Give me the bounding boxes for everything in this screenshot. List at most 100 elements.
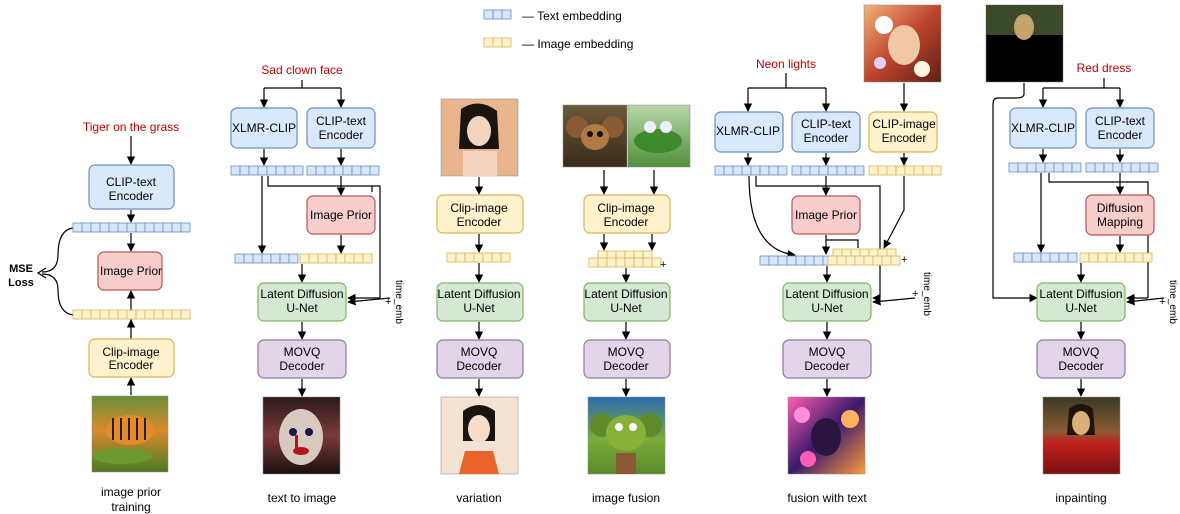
inpaint-concat-text-cell xyxy=(1058,252,1069,263)
crocodile-image xyxy=(627,104,691,168)
fusion-text-image-prior-box xyxy=(791,195,861,235)
prior-image-encoder-line1: Clip-image xyxy=(102,345,160,359)
t2i-xlmr-embedding-cell xyxy=(293,165,304,176)
fusion-image-embedding-a xyxy=(597,250,653,261)
t2i-decoder-box xyxy=(257,339,347,379)
legend-text-swatch-cell xyxy=(483,9,494,20)
variation-image-embedding-cell xyxy=(473,252,484,263)
woman-shoulders xyxy=(463,151,497,176)
inpaint-xlmr-label: XLMR-CLIP xyxy=(1011,121,1075,135)
prior-text-encoder-line2: Encoder xyxy=(109,189,154,203)
prior-text-embedding-cell xyxy=(117,222,128,233)
legend-image-embedding-swatch xyxy=(483,37,512,48)
prior-image-embedding-cell xyxy=(90,309,101,320)
inpaint-time-emb-arrow xyxy=(1126,297,1165,306)
mona-red-face xyxy=(1072,411,1090,435)
prior-prompt: Tiger on the grass xyxy=(83,120,179,134)
prior-text-embedding-cell xyxy=(153,222,164,233)
t2i-unet-line1: Latent Diffusion xyxy=(260,287,343,301)
legend-image-embedding-label: — Image embedding xyxy=(522,37,633,51)
t2i-xlmr-embedding-cell xyxy=(284,165,295,176)
inpaint-decoder-line1: MOVQ xyxy=(1063,345,1100,359)
fusion-unet-line1: Latent Diffusion xyxy=(584,287,667,301)
mse-loss-line2: Loss xyxy=(8,277,34,289)
mse-arrowhead xyxy=(36,267,47,279)
variation-decoder-box xyxy=(436,339,524,379)
neon-prompt-split xyxy=(748,73,826,89)
variation-image-embedding-cell xyxy=(491,252,502,263)
tiger-grass xyxy=(92,448,152,464)
fusion-text-concat-text-cell xyxy=(795,255,806,266)
tiger-stripe xyxy=(144,418,146,440)
prior-image-embedding-cell xyxy=(81,309,92,320)
inpaint-concat-image-cell xyxy=(1115,252,1126,263)
variation-unet-line1: Latent Diffusion xyxy=(437,287,520,301)
fusion-text-prompt: Neon lights xyxy=(756,57,816,71)
mse-line-top xyxy=(41,227,74,273)
fusion-text-concat-text-cell xyxy=(768,255,779,266)
inpaint-cliptext-embedding-cell xyxy=(1121,162,1132,173)
fusion-text-prior-branch xyxy=(826,239,859,248)
cheb-head xyxy=(581,124,609,150)
t2i-xlmr-embedding-cell xyxy=(239,165,250,176)
flower-bloom xyxy=(875,16,893,34)
fusion-text-decoder-line2: Decoder xyxy=(804,359,849,373)
inpaint-concat-image-cell xyxy=(1106,252,1117,263)
inpaint-xlmr-embedding-cell xyxy=(1053,162,1064,173)
inpaint-concat-image-cell xyxy=(1079,252,1090,263)
prior-image-embedding-cell xyxy=(108,309,119,320)
inpaint-xlmr-box xyxy=(1009,107,1077,149)
tiger-stripe xyxy=(120,418,122,440)
fusion-text-xlmr-label: XLMR-CLIP xyxy=(716,124,780,138)
inpaint-cliptext-embedding-cell xyxy=(1139,162,1150,173)
fusion-text-concat-image-b xyxy=(827,255,901,266)
fusion-text-time-emb-label: time_emb xyxy=(921,272,932,316)
fusion-text-time-emb-arrow xyxy=(872,297,916,306)
fusion-text-clipimage-embedding-cell xyxy=(895,165,906,176)
t2i-time-emb-label: time_emb xyxy=(393,280,404,324)
inpaint-concat-text-cell xyxy=(1040,252,1051,263)
woman-variation-image xyxy=(440,396,519,475)
fusion-image-embedding-b-cell xyxy=(588,257,599,268)
fusion-image-embedding-b-cell xyxy=(624,257,635,268)
inpaint-cliptext-embedding-cell xyxy=(1085,162,1096,173)
prior-caption-line1: image prior xyxy=(101,485,161,499)
inpaint-decoder-box xyxy=(1036,339,1126,379)
t2i-cliptext-embedding-cell xyxy=(342,165,353,176)
inpaint-cliptext-embedding-cell xyxy=(1112,162,1123,173)
t2i-decoder-line2: Decoder xyxy=(279,359,324,373)
diagram-text: Tiger on the grass CLIP-text Encoder Ima… xyxy=(8,57,1178,514)
prior-image-embedding-cell xyxy=(135,309,146,320)
fusion-text-concat-image-b-cell xyxy=(827,255,838,266)
fusion-text-concat-text-cell xyxy=(759,255,770,266)
tiger-stripe xyxy=(128,418,130,440)
woman-face xyxy=(467,116,491,146)
neon-flower xyxy=(841,410,859,428)
inpaint-concat-text xyxy=(1013,252,1078,263)
t2i-xlmr-embedding-cell xyxy=(275,165,286,176)
inpaint-xlmr-embedding-cell xyxy=(1062,162,1073,173)
t2i-text-encoder-line2: Encoder xyxy=(319,128,364,142)
t2i-concat-text-cell xyxy=(261,253,272,264)
t2i-cliptext-embedding-cell xyxy=(333,165,344,176)
variation-dress xyxy=(459,451,499,474)
prior-text-encoder-line1: CLIP-text xyxy=(106,175,157,189)
variation-decoder-line1: MOVQ xyxy=(461,345,498,359)
mse-loss-line1: MSE xyxy=(9,263,33,275)
inpaint-xlmr-embedding-cell xyxy=(1008,162,1019,173)
prior-image-embedding-cell xyxy=(117,309,128,320)
prior-image-prior-box xyxy=(97,251,163,291)
t2i-decoder-line1: MOVQ xyxy=(284,345,321,359)
neon-flower xyxy=(794,407,810,423)
fusion-text-text-encoder-line1: CLIP-text xyxy=(801,117,852,131)
fusion-text-xlmr-embedding xyxy=(714,165,788,176)
t2i-concat-text xyxy=(234,253,299,264)
t2i-concat-image-cell xyxy=(335,253,346,264)
t2i-cliptext-embedding-cell xyxy=(315,165,326,176)
inpaint-text-encoder-line2: Encoder xyxy=(1098,128,1143,142)
variation-image-encoder-line1: Clip-image xyxy=(450,201,508,215)
t2i-concat-image-cell xyxy=(353,253,364,264)
inpaint-concat-text-cell xyxy=(1031,252,1042,263)
red-dress-split xyxy=(1043,78,1120,89)
